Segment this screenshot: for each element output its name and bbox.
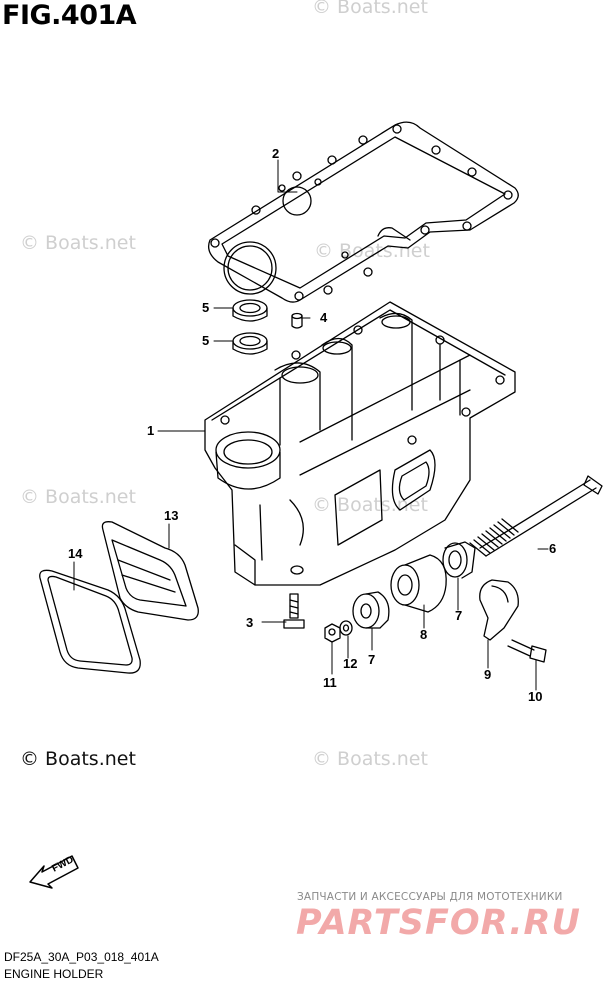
callout-5-lower: 5 bbox=[202, 333, 210, 348]
vendor-caption: ЗАПЧАСТИ И АКСЕССУАРЫ ДЛЯ МОТОТЕХНИКИ bbox=[297, 891, 563, 903]
callout-7-right: 7 bbox=[455, 608, 463, 623]
bolt-part-10[interactable] bbox=[507, 639, 547, 663]
bolt-part-3[interactable] bbox=[283, 593, 305, 629]
watermark: © Boats.net bbox=[20, 486, 136, 508]
fwd-arrow-icon: FWD bbox=[29, 854, 79, 889]
callout-14: 14 bbox=[68, 546, 83, 561]
callout-9: 9 bbox=[484, 667, 492, 682]
mount-bracket-part-9[interactable] bbox=[479, 579, 519, 641]
callout-2: 2 bbox=[272, 146, 280, 161]
oil-seal-part-5-upper[interactable] bbox=[232, 299, 268, 322]
watermark: © Boats.net bbox=[312, 0, 428, 18]
figure-code: DF25A_30A_P03_018_401A bbox=[4, 950, 159, 964]
watermark: © Boats.net bbox=[312, 748, 428, 770]
callout-6: 6 bbox=[549, 541, 557, 556]
callout-11: 11 bbox=[323, 675, 337, 690]
nut-part-11[interactable] bbox=[324, 623, 341, 643]
engine-holder-part-1[interactable] bbox=[204, 301, 516, 586]
callout-10: 10 bbox=[528, 689, 543, 704]
washer-part-12[interactable] bbox=[339, 620, 353, 636]
mount-rubber-part-8[interactable] bbox=[390, 554, 447, 613]
figure-caption: ENGINE HOLDER bbox=[4, 967, 104, 981]
watermark: © Boats.net bbox=[312, 494, 428, 516]
mount-rubber-part-7-right[interactable] bbox=[442, 541, 476, 579]
callout-1: 1 bbox=[147, 423, 155, 438]
gasket-part-2[interactable] bbox=[207, 121, 519, 303]
callout-8: 8 bbox=[420, 627, 428, 642]
watermark: © Boats.net bbox=[20, 232, 136, 254]
seal-part-14[interactable] bbox=[39, 569, 141, 674]
callout-3: 3 bbox=[246, 615, 254, 630]
callout-12: 12 bbox=[343, 656, 358, 671]
callout-7-left: 7 bbox=[368, 652, 376, 667]
watermark: © Boats.net bbox=[20, 748, 136, 770]
oil-seal-part-5-lower[interactable] bbox=[232, 332, 268, 355]
dowel-pin-part-4[interactable] bbox=[291, 312, 303, 329]
washer-part-7-left[interactable] bbox=[352, 591, 390, 629]
bolt-part-6[interactable] bbox=[469, 475, 603, 557]
vendor-logo: PARTSFOR.RU bbox=[296, 903, 581, 943]
callout-4: 4 bbox=[320, 310, 328, 325]
callout-5-upper: 5 bbox=[202, 300, 210, 315]
callout-13: 13 bbox=[164, 508, 179, 523]
figure-title: FIG.401A bbox=[2, 0, 137, 31]
leader-lines bbox=[73, 159, 549, 691]
cover-part-13[interactable] bbox=[101, 521, 199, 621]
